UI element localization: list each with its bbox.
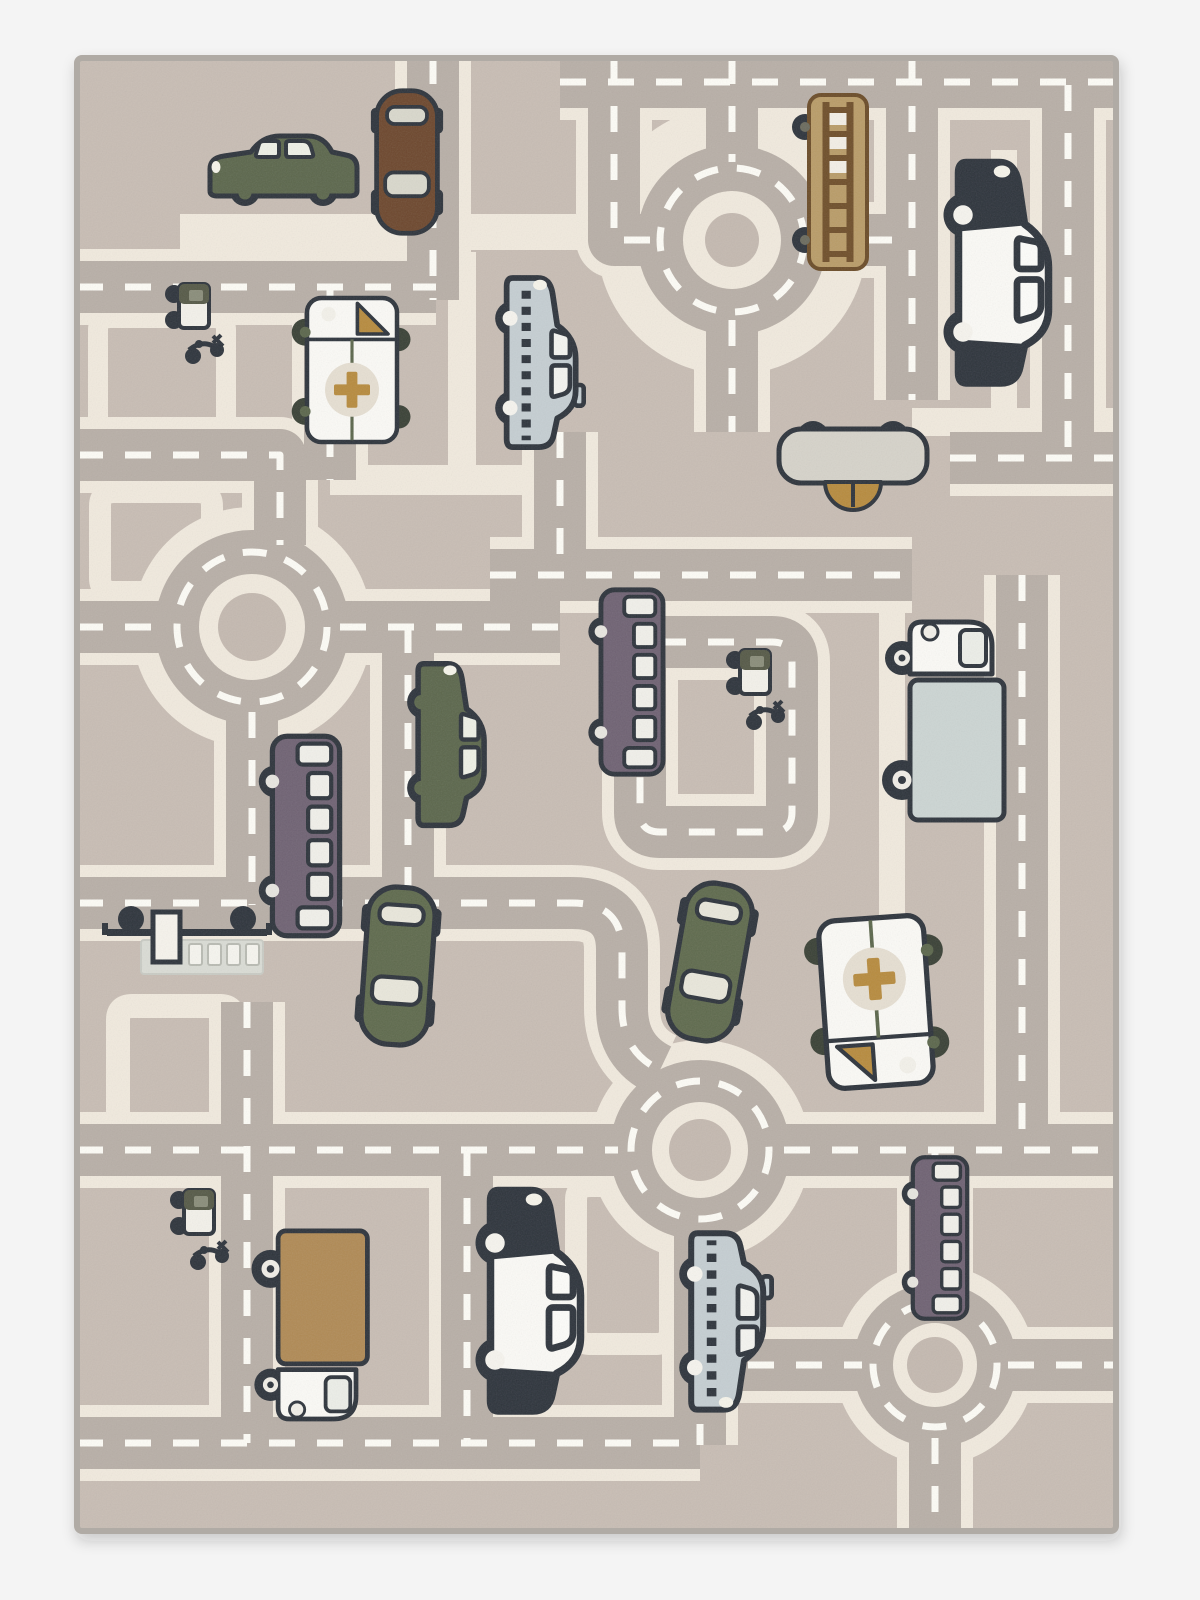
rug-edge — [74, 55, 1119, 1534]
carpet-texture — [77, 58, 1116, 1531]
rug — [74, 55, 1119, 1534]
